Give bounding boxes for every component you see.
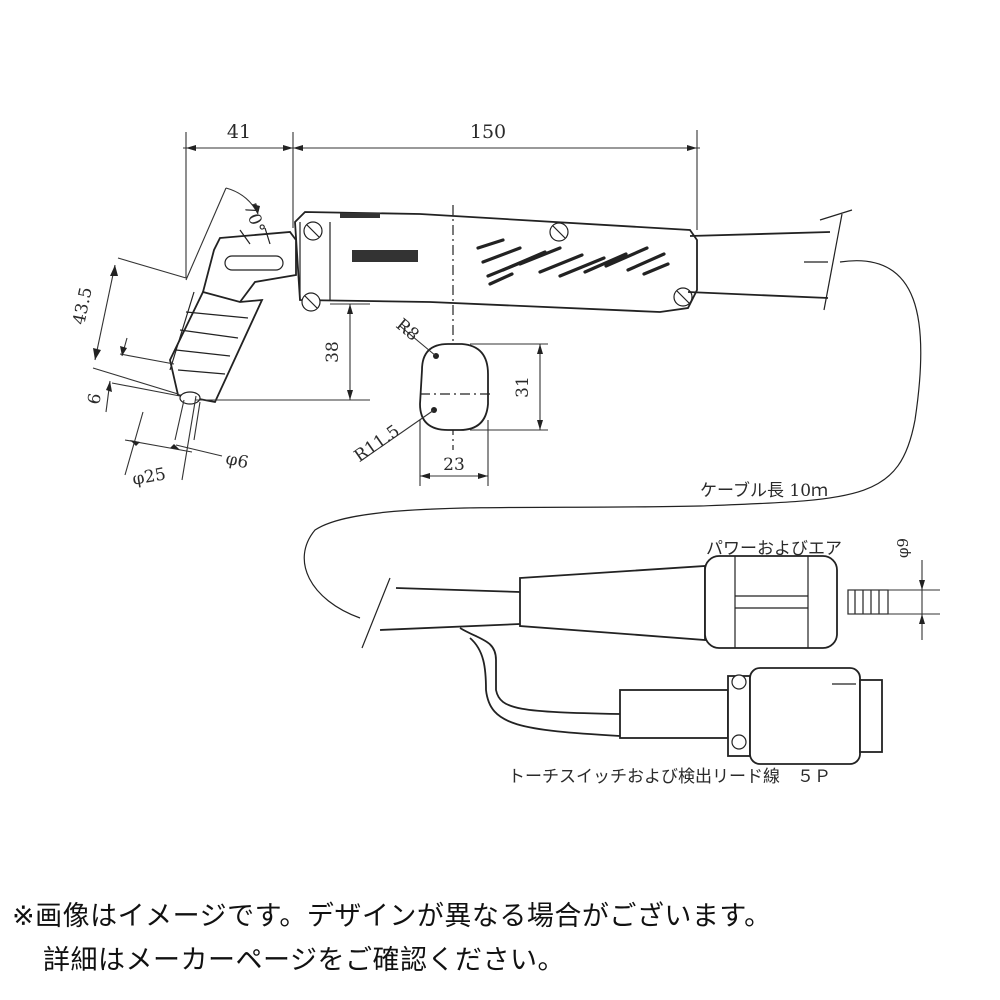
- disclaimer-line-1: ※画像はイメージです。デザインが異なる場合がございます。: [12, 901, 772, 932]
- dim-43-5: 43.5: [69, 285, 96, 326]
- torch-body: [294, 205, 698, 450]
- image-disclaimer: ※画像はイメージです。デザインが異なる場合がございます。 詳細はメーカーページを…: [0, 895, 1000, 983]
- top-dimensions: 41 150: [183, 121, 700, 278]
- grip-height-dimension: 38: [195, 303, 370, 401]
- dim-phi25: φ25: [131, 464, 168, 490]
- dim-phi6: φ6: [224, 449, 250, 473]
- dim-38: 38: [323, 341, 343, 363]
- dim-150: 150: [470, 121, 506, 143]
- switch-lead-connector: [459, 627, 883, 765]
- dim-r11-5: R11.5: [351, 421, 404, 466]
- label-switch-lead: トーチスイッチおよび検出リード線 ５Ｐ: [508, 767, 831, 787]
- power-air-connector: φ9: [361, 538, 940, 649]
- head-side-dimensions: 43.5 6 φ25 φ6: [69, 257, 250, 490]
- label-power-air: パワーおよびエア: [706, 539, 842, 559]
- dim-70: 70°: [239, 201, 268, 236]
- disclaimer-line-2: 詳細はメーカーページをご確認ください。: [43, 945, 565, 976]
- torch-dimension-diagram: 41 150: [69, 121, 940, 787]
- grip-cross-section: R8 R11.5 31 23: [351, 315, 548, 486]
- torch-head: 70°: [169, 187, 297, 405]
- dim-31: 31: [513, 376, 533, 398]
- dim-23: 23: [443, 455, 465, 475]
- dim-41: 41: [227, 121, 251, 143]
- dim-6: 6: [84, 392, 106, 407]
- dim-phi9: φ9: [894, 538, 912, 558]
- label-cable-length: ケーブル長 10ｍ: [700, 480, 828, 501]
- torch-cable: [303, 209, 922, 619]
